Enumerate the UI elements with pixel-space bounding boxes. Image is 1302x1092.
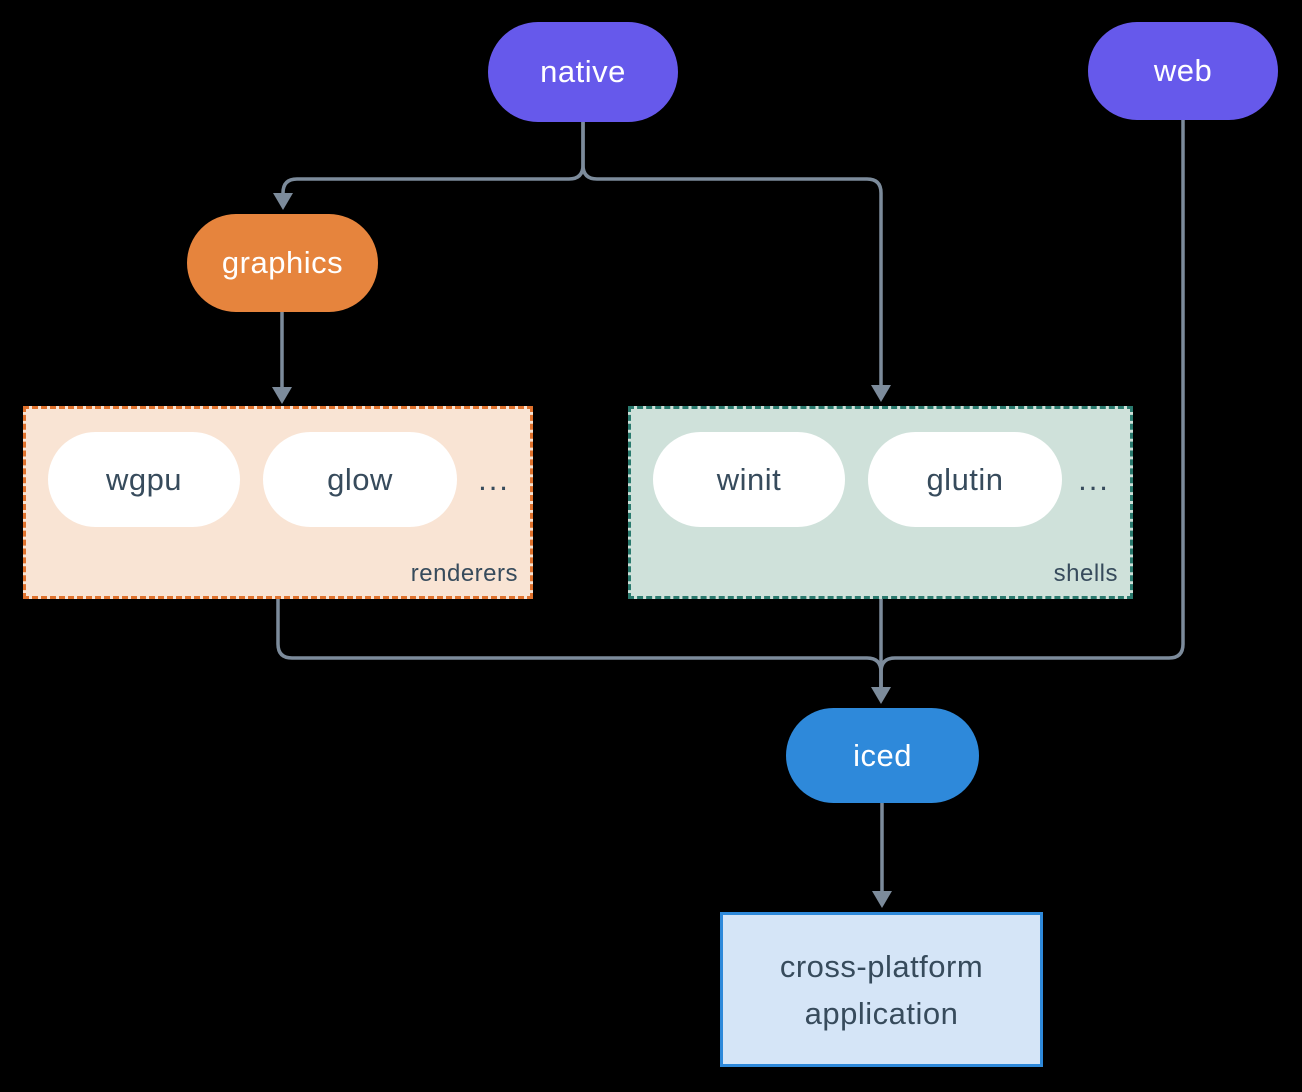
arrowhead-down-icon: [871, 385, 891, 402]
node-wgpu-label: wgpu: [105, 461, 183, 497]
node-cross-platform-application: cross-platform application: [720, 912, 1043, 1067]
arrowhead-down-icon: [272, 387, 292, 404]
node-glow-label: glow: [327, 461, 393, 497]
node-wgpu: wgpu: [48, 432, 240, 527]
node-web-label: web: [1153, 53, 1213, 88]
shells-ellipsis: ...: [1078, 461, 1110, 497]
group-renderers: wgpu glow ... renderers: [23, 406, 533, 599]
node-glow: glow: [263, 432, 457, 527]
edge-renderers-iced: [276, 597, 883, 690]
node-glutin: glutin: [868, 432, 1062, 527]
node-glutin-label: glutin: [926, 461, 1004, 497]
app-label-line-2: application: [804, 995, 959, 1031]
node-native: native: [488, 22, 678, 122]
arrowhead-down-icon: [273, 193, 293, 210]
node-winit: winit: [653, 432, 845, 527]
node-graphics-label: graphics: [221, 245, 344, 280]
node-web: web: [1088, 22, 1278, 120]
shells-group-label: shells: [1053, 560, 1118, 587]
node-graphics: graphics: [187, 214, 378, 312]
group-shells: winit glutin ... shells: [628, 406, 1133, 599]
node-native-label: native: [540, 54, 626, 89]
node-winit-label: winit: [716, 461, 782, 497]
arrowhead-down-icon: [871, 687, 891, 704]
arrowhead-down-icon: [872, 891, 892, 908]
node-iced: iced: [786, 708, 979, 803]
edge-native-graphics: [281, 120, 585, 200]
edge-web-iced: [879, 118, 1185, 690]
node-iced-label: iced: [853, 737, 912, 773]
app-label-line-1: cross-platform: [779, 948, 984, 984]
renderers-ellipsis: ...: [478, 461, 510, 497]
edge-native-shells: [581, 120, 883, 390]
renderers-group-label: renderers: [410, 560, 518, 587]
